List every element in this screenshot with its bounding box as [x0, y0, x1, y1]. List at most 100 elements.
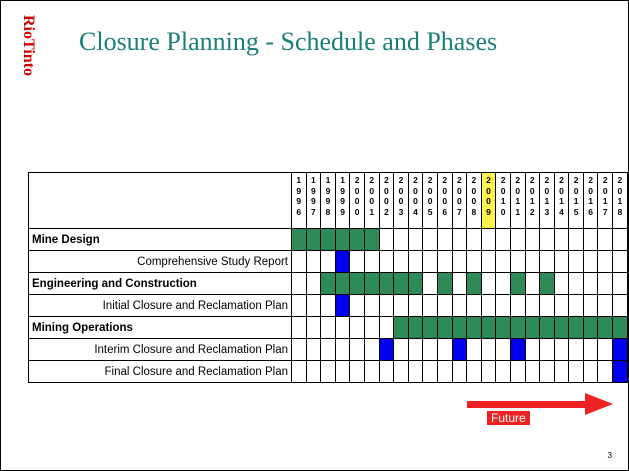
empty-cell — [612, 228, 628, 251]
empty-cell — [495, 338, 511, 361]
empty-cell — [568, 272, 584, 295]
empty-cell — [451, 228, 468, 251]
empty-cell — [597, 338, 614, 361]
empty-cell — [291, 316, 307, 339]
activity-bar-cell — [334, 272, 351, 295]
empty-cell — [480, 250, 497, 273]
activity-bar-cell — [553, 316, 570, 339]
empty-cell — [334, 316, 351, 339]
activity-bar-cell — [451, 316, 468, 339]
empty-cell — [436, 338, 453, 361]
empty-cell — [305, 338, 322, 361]
activity-bar-cell — [305, 228, 322, 251]
empty-cell — [363, 250, 380, 273]
empty-cell — [305, 294, 322, 317]
riotinto-logo: RioTinto — [20, 15, 37, 76]
empty-cell — [436, 294, 453, 317]
empty-cell — [553, 338, 570, 361]
empty-cell — [393, 250, 409, 273]
empty-cell — [480, 228, 497, 251]
empty-cell — [349, 338, 365, 361]
row-label: Final Closure and Reclamation Plan — [28, 360, 292, 383]
activity-bar-cell — [509, 272, 526, 295]
empty-cell — [334, 338, 351, 361]
activity-bar-cell — [393, 272, 409, 295]
row-label: Comprehensive Study Report — [28, 250, 292, 273]
activity-bar-cell — [568, 316, 584, 339]
empty-cell — [495, 272, 511, 295]
empty-cell — [378, 250, 395, 273]
empty-cell — [349, 360, 365, 383]
activity-bar-cell — [480, 316, 497, 339]
empty-cell — [436, 228, 453, 251]
empty-cell — [480, 294, 497, 317]
empty-cell — [597, 294, 614, 317]
empty-cell — [334, 360, 351, 383]
empty-cell — [524, 272, 541, 295]
empty-cell — [422, 272, 438, 295]
empty-cell — [597, 250, 614, 273]
empty-cell — [495, 294, 511, 317]
activity-bar-cell — [436, 316, 453, 339]
milestone-cell — [334, 294, 351, 317]
empty-cell — [480, 360, 497, 383]
empty-cell — [422, 360, 438, 383]
row-label: Interim Closure and Reclamation Plan — [28, 338, 292, 361]
empty-cell — [509, 294, 526, 317]
empty-cell — [407, 338, 424, 361]
schedule-row: Interim Closure and Reclamation Plan — [28, 338, 628, 361]
empty-cell — [407, 228, 424, 251]
empty-cell — [349, 316, 365, 339]
empty-cell — [539, 250, 555, 273]
activity-bar-cell — [320, 272, 336, 295]
activity-bar-cell — [291, 228, 307, 251]
milestone-cell — [451, 338, 468, 361]
empty-cell — [582, 228, 599, 251]
schedule-row: Initial Closure and Reclamation Plan — [28, 294, 628, 317]
empty-cell — [524, 294, 541, 317]
empty-cell — [568, 250, 584, 273]
activity-bar-cell — [436, 272, 453, 295]
empty-cell — [480, 272, 497, 295]
empty-cell — [597, 360, 614, 383]
schedule-row: Engineering and Construction — [28, 272, 628, 295]
empty-cell — [568, 228, 584, 251]
empty-cell — [495, 250, 511, 273]
empty-cell — [480, 338, 497, 361]
row-label: Mining Operations — [28, 316, 292, 339]
activity-bar-cell — [466, 316, 482, 339]
empty-cell — [305, 272, 322, 295]
empty-cell — [407, 294, 424, 317]
row-label: Engineering and Construction — [28, 272, 292, 295]
milestone-cell — [612, 360, 628, 383]
empty-cell — [378, 294, 395, 317]
empty-cell — [582, 360, 599, 383]
empty-cell — [451, 294, 468, 317]
activity-bar-cell — [539, 272, 555, 295]
empty-cell — [509, 360, 526, 383]
empty-cell — [524, 228, 541, 251]
empty-cell — [291, 250, 307, 273]
activity-bar-cell — [612, 316, 628, 339]
empty-cell — [582, 338, 599, 361]
empty-cell — [378, 228, 395, 251]
activity-bar-cell — [407, 272, 424, 295]
empty-cell — [495, 228, 511, 251]
empty-cell — [349, 250, 365, 273]
empty-cell — [466, 228, 482, 251]
empty-cell — [612, 250, 628, 273]
activity-bar-cell — [539, 316, 555, 339]
empty-cell — [436, 360, 453, 383]
